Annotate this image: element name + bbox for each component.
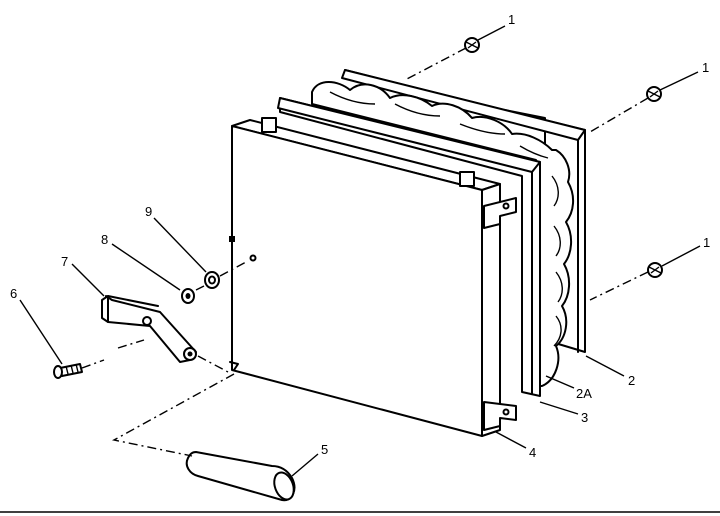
part-9-washer [204, 271, 220, 289]
callout-1-top: 1 [508, 12, 515, 27]
part-3-middle-frame [277, 97, 541, 397]
part-8-spacer [181, 288, 195, 304]
part-1-nut-top [464, 37, 480, 53]
callout-labels: 1 1 1 2 2A 3 4 5 6 7 8 9 [10, 12, 710, 460]
callout-2a: 2A [576, 386, 592, 401]
callout-5: 5 [321, 442, 328, 457]
callout-3: 3 [581, 410, 588, 425]
part-6-bolt [53, 363, 83, 379]
callout-4: 4 [529, 445, 536, 460]
part-1-nut-right-lower [647, 262, 663, 278]
callout-8: 8 [101, 232, 108, 247]
part-2a-insulation [311, 81, 574, 387]
callout-7: 7 [61, 254, 68, 269]
callout-1-right-upper: 1 [702, 60, 709, 75]
part-4-front-cabinet [229, 117, 517, 437]
part-5-handle-knob [185, 451, 296, 502]
part-1-nut-right-upper [646, 86, 662, 102]
callout-6: 6 [10, 286, 17, 301]
leader-lines [19, 25, 701, 477]
callout-9: 9 [145, 204, 152, 219]
callout-2: 2 [628, 373, 635, 388]
mounting-hole [249, 254, 257, 262]
callout-1-right-lower: 1 [703, 235, 710, 250]
part-7-lever-arm [101, 295, 197, 363]
assembly-lines [81, 47, 649, 457]
